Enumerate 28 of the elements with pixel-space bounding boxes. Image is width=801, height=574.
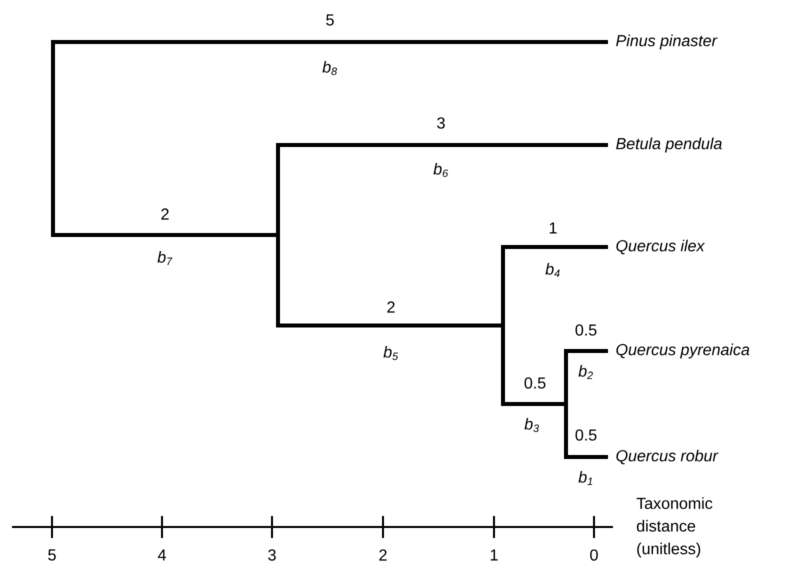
tick-label: 5: [48, 549, 56, 561]
branch-name: b$_{8}$: [322, 60, 338, 76]
branch-length: 0.5: [524, 377, 546, 389]
branch-name: b$_{7}$: [157, 251, 172, 265]
tick-label: 2: [379, 549, 387, 561]
species-label: Quercus robur: [616, 450, 718, 464]
branch-length: 5: [326, 14, 334, 26]
branch-length: 2: [387, 301, 395, 313]
branch-name: b$_{4}$: [545, 263, 560, 277]
branch-name: b$_{1}$: [578, 471, 592, 485]
axis-title: Taxonomic distance (unitless): [636, 497, 712, 558]
tick-label: 1: [490, 550, 498, 560]
branch-length: 3: [437, 117, 445, 129]
tick-label: 4: [158, 550, 166, 560]
branch-name: b$_{3}$: [524, 418, 539, 432]
species-label: Pinus pinaster: [616, 34, 718, 50]
branch-length: 0.5: [576, 324, 596, 336]
tick-label: 3: [268, 549, 276, 561]
branch-length: 0.5: [576, 429, 596, 441]
tick-label: 0: [590, 549, 598, 561]
branch-name: b$_{2}$: [578, 365, 593, 379]
branch-name: b$_{6}$: [433, 162, 448, 178]
species-label: Quercus ilex: [616, 240, 705, 254]
species-label: Betula pendula: [616, 138, 722, 152]
branch-length: 1: [550, 222, 557, 234]
branch-name: b$_{5}$: [383, 346, 398, 360]
branch-length: 2: [161, 208, 169, 220]
species-label: Quercus pyrenaica: [616, 344, 750, 358]
